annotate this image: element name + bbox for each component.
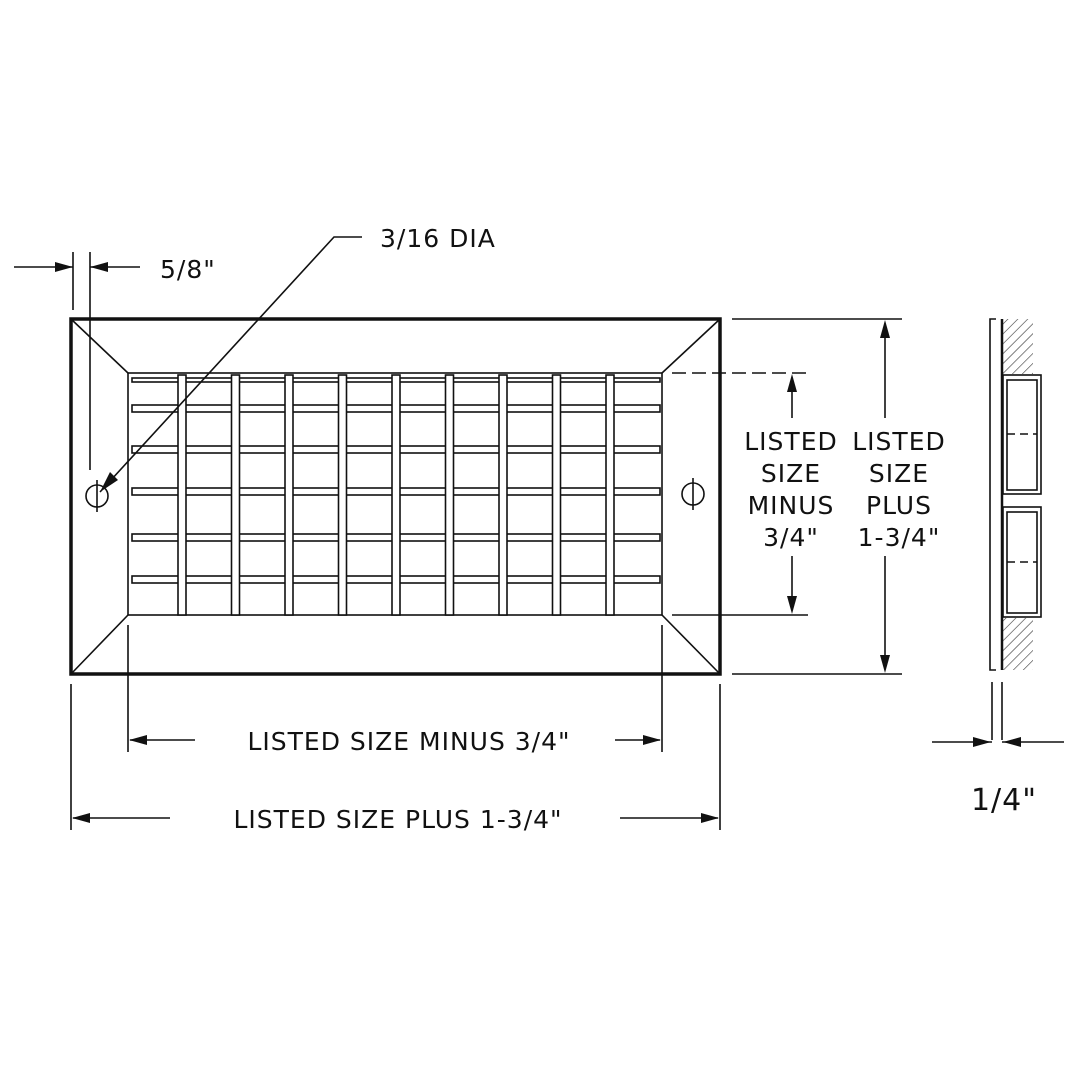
inner-width-label: LISTED SIZE MINUS 3/4" — [247, 727, 570, 756]
screw-hole-right — [681, 478, 705, 510]
side-view — [932, 318, 1064, 747]
depth-label: 1/4" — [971, 783, 1037, 818]
inner-height-line-2: SIZE — [761, 459, 821, 488]
dim-hole-offset — [14, 252, 140, 470]
vertical-louver — [177, 374, 187, 616]
inner-height-line-3: MINUS — [748, 491, 835, 520]
dim-outer-height — [732, 318, 902, 675]
frame-bevel-lines — [70, 318, 721, 675]
inner-height-line-1: LISTED — [744, 427, 838, 456]
outer-height-line-1: LISTED — [852, 427, 946, 456]
outer-width-label: LISTED SIZE PLUS 1-3/4" — [233, 805, 562, 834]
hole-leader — [99, 236, 362, 493]
vertical-louver — [551, 374, 562, 616]
outer-height-line-2: SIZE — [869, 459, 929, 488]
outer-frame — [69, 317, 722, 676]
outer-height-line-4: 1-3/4" — [858, 523, 941, 552]
hole-diameter-label: 3/16 DIA — [380, 224, 496, 253]
hole-offset-label: 5/8" — [160, 255, 216, 284]
grille-louvers — [131, 374, 661, 616]
vertical-louver — [284, 374, 294, 616]
vertical-louver — [230, 374, 241, 616]
vertical-louver — [444, 374, 455, 616]
screw-hole-left — [85, 480, 109, 512]
vertical-louver — [337, 374, 348, 616]
inner-height-line-4: 3/4" — [763, 523, 819, 552]
vertical-louver — [605, 374, 615, 616]
vertical-louver — [498, 374, 508, 616]
vertical-louver — [391, 374, 401, 616]
outer-height-line-3: PLUS — [866, 491, 932, 520]
